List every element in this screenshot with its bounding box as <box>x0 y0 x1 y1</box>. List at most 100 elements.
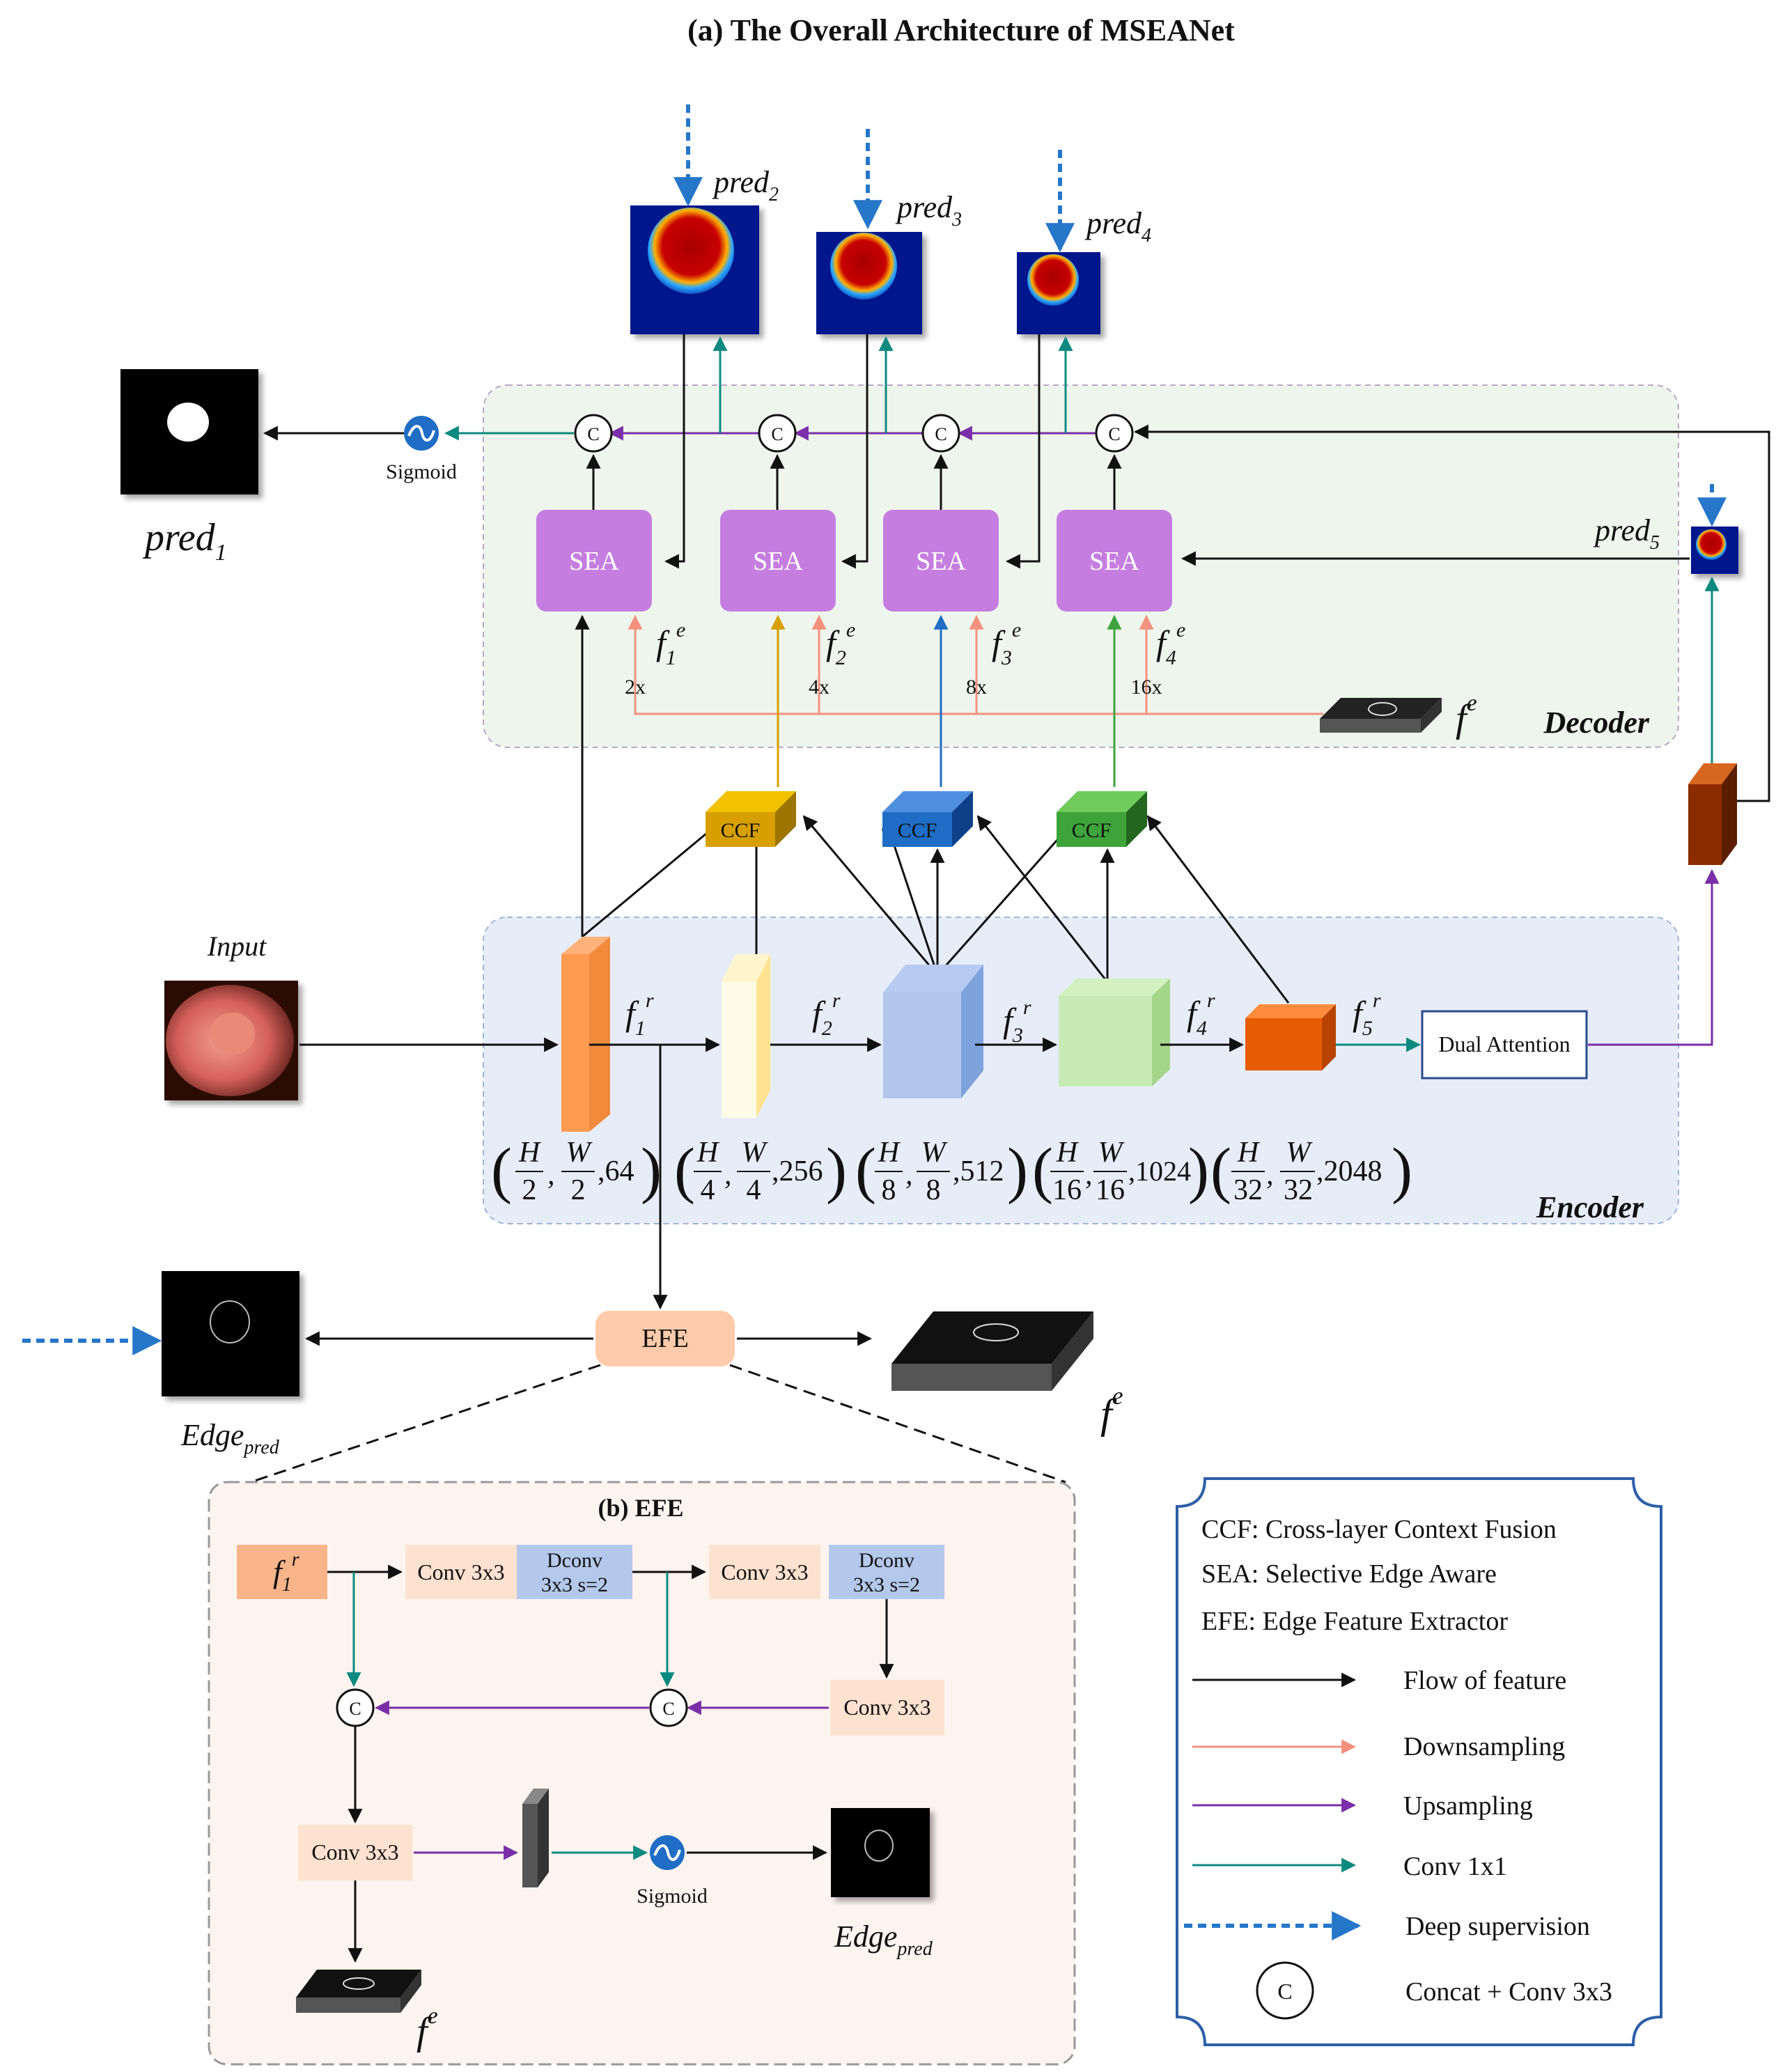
encoder-block-3 <box>883 965 983 1098</box>
dims-4: ( H 16 , W 16 ,1024 ) <box>1032 1136 1209 1206</box>
svg-text:C: C <box>587 424 599 444</box>
svg-text:W: W <box>742 1137 769 1169</box>
svg-text:SEA: SEA <box>916 547 966 576</box>
efe-input-f1: f1r <box>237 1545 327 1599</box>
svg-text:W: W <box>1098 1137 1125 1169</box>
svg-text:C: C <box>935 424 947 444</box>
fe-slab-main <box>891 1311 1093 1391</box>
svg-text:W: W <box>566 1137 593 1169</box>
input-label: Input <box>207 930 267 962</box>
svg-text:C: C <box>1108 424 1120 444</box>
efe-dconv-1: Dconv 3x3 s=2 <box>517 1545 632 1599</box>
scale-label: 4x <box>809 676 829 699</box>
legend-down: Downsampling <box>1403 1732 1565 1761</box>
concat-node-2: C <box>758 414 797 453</box>
fe-label-main: fe <box>1100 1382 1123 1437</box>
zoom-line <box>729 1364 1066 1483</box>
downsampling-bus <box>628 614 1323 715</box>
concat-node-1: C <box>574 414 613 453</box>
legend-sea: SEA: Selective Edge Aware <box>1201 1559 1497 1589</box>
dual-attention-block: Dual Attention <box>1421 1010 1588 1080</box>
edge-pred-map <box>162 1271 299 1396</box>
pred3-to-sea2 <box>841 334 868 569</box>
svg-text:2: 2 <box>571 1174 586 1206</box>
pred1-map <box>120 369 258 494</box>
scale-label: 8x <box>966 676 987 699</box>
svg-text:,: , <box>1085 1159 1093 1191</box>
svg-text:8: 8 <box>882 1174 896 1206</box>
svg-text:8: 8 <box>926 1174 941 1206</box>
efe-concat-1: C <box>336 1688 375 1727</box>
fe-slab-decoder <box>1320 698 1442 733</box>
pred3-label: pred3 <box>895 190 962 231</box>
dims-1: ( H 2 , W 2 ,64 ) <box>491 1136 662 1206</box>
concat-node-3: C <box>921 414 960 453</box>
svg-text:Dconv: Dconv <box>859 1549 914 1572</box>
sigmoid-icon <box>404 416 439 451</box>
svg-text:W: W <box>1286 1137 1314 1169</box>
svg-text:SEA: SEA <box>1089 547 1139 576</box>
svg-text:(: ( <box>491 1136 512 1205</box>
efe-sigmoid-icon <box>650 1835 685 1870</box>
legend-up: Upsampling <box>1403 1791 1533 1821</box>
svg-text:(: ( <box>1032 1136 1053 1205</box>
svg-text:32: 32 <box>1233 1174 1263 1206</box>
efe-sigmoid-label: Sigmoid <box>637 1885 708 1908</box>
svg-text:CCF: CCF <box>721 819 761 842</box>
svg-text:Dual Attention: Dual Attention <box>1438 1031 1570 1057</box>
encoder-block-1 <box>561 937 610 1132</box>
input-image <box>164 981 298 1100</box>
pred3-map <box>816 232 922 334</box>
legend-ccf: CCF: Cross-layer Context Fusion <box>1201 1515 1557 1544</box>
edge-pred-label: Edgepred <box>180 1418 280 1458</box>
side-block-to-c4 <box>1133 424 1770 802</box>
efe-feature-slab <box>522 1789 549 1887</box>
enc-conn <box>936 815 1080 976</box>
svg-text:,256: ,256 <box>772 1155 823 1187</box>
svg-text:SEA: SEA <box>569 547 619 576</box>
legend-concat-swatch: C <box>1256 1961 1314 2020</box>
svg-text:Conv 3x3: Conv 3x3 <box>843 1695 930 1720</box>
encoder-block-5 <box>1245 1004 1336 1070</box>
legend-flow: Flow of feature <box>1403 1666 1566 1695</box>
svg-text:,2048: ,2048 <box>1316 1155 1382 1187</box>
svg-text:Conv 3x3: Conv 3x3 <box>417 1559 504 1584</box>
svg-text:): ) <box>826 1136 847 1205</box>
ccf-block-3: CCF <box>1057 791 1147 847</box>
ccf-block-2: CCF <box>882 791 973 847</box>
pred4-label: pred4 <box>1084 206 1151 247</box>
efe-panel-title: (b) EFE <box>598 1494 683 1522</box>
svg-text:3x3 s=2: 3x3 s=2 <box>541 1573 608 1596</box>
encoder-block-4 <box>1059 979 1170 1086</box>
efe-block: EFE <box>595 1311 735 1366</box>
side-block <box>1688 763 1737 865</box>
svg-text:,64: ,64 <box>598 1155 634 1187</box>
svg-text:(: ( <box>674 1136 695 1205</box>
svg-text:H: H <box>878 1137 901 1169</box>
efe-conv-4: Conv 3x3 <box>298 1825 412 1880</box>
legend-deep: Deep supervision <box>1405 1912 1590 1941</box>
efe-edge-pred-map <box>831 1808 930 1897</box>
efe-conv-1: Conv 3x3 <box>405 1545 517 1599</box>
svg-text:CCF: CCF <box>1072 819 1112 842</box>
dims-5: ( H 32 , W 32 ,2048 ) <box>1210 1136 1412 1206</box>
svg-text:3x3 s=2: 3x3 s=2 <box>853 1573 920 1596</box>
svg-text:EFE: EFE <box>641 1324 689 1353</box>
dual-attention-to-side-block <box>1588 868 1720 1046</box>
enc-conn <box>582 815 729 938</box>
enc-conn <box>802 815 939 976</box>
efe-concat-2: C <box>649 1688 688 1727</box>
svg-text:4: 4 <box>701 1174 715 1206</box>
legend-concat: Concat + Conv 3x3 <box>1405 1977 1612 2007</box>
pred2-map <box>630 205 759 334</box>
sea-block-3: SEA <box>883 510 999 612</box>
sigmoid-label: Sigmoid <box>386 460 457 483</box>
efe-fe-slab <box>296 1970 421 2013</box>
svg-text:Dconv: Dconv <box>547 1549 602 1572</box>
sea-block-4: SEA <box>1057 510 1172 612</box>
svg-text:,: , <box>905 1159 913 1191</box>
svg-text:C: C <box>662 1699 674 1719</box>
svg-text:C: C <box>349 1699 361 1719</box>
scale-label: 2x <box>625 676 646 699</box>
